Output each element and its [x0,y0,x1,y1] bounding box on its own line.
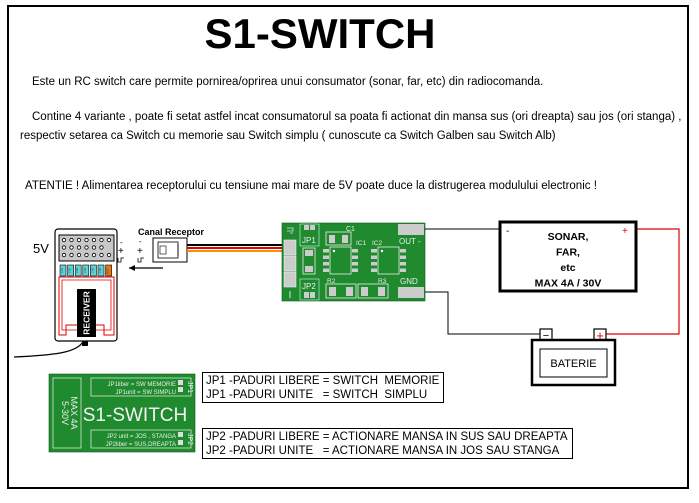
out-pad [398,224,424,235]
jp2-legend-line: JP2 -PADURI UNITE = ACTIONARE MANSA IN J… [206,445,560,457]
board-jp1-joined: JP1unit = SW SIMPLU [115,390,176,396]
svg-text:+: + [596,328,604,343]
pcb-out-label: OUT - [399,237,421,246]
receiver-pins [61,237,112,258]
channel-slot: CH2 [67,264,74,277]
header-pin [69,245,74,250]
wire-positive [604,228,680,335]
wire-gnd-to-battery [425,291,540,335]
pcb-jp1-label: JP1 [302,236,316,245]
load-text-line: etc [560,262,575,274]
svg-text:CH1: CH1 [60,267,64,273]
load-plus-terminal: + [622,226,628,237]
pcb-ic2-label: IC2 [372,240,383,247]
header-pin [76,245,82,250]
receiver-label: RECEIVER [82,291,92,334]
svg-text:CH3: CH3 [75,267,79,273]
jp1-legend-box: JP1 -PADURI LIBERE = SWITCH MEMORIE JP1 -… [202,372,445,403]
header-pin [61,237,67,243]
channel-slot: CH1 [59,264,67,277]
pcb-ic1-label: IC1 [356,240,367,247]
channel-slot: CH6 [97,264,105,277]
board-jp2-free: JP2liber = SUS,DREAPTA [106,442,176,448]
channel-slot: CH3 [74,264,82,277]
header-pin [99,237,104,243]
channel-slot: BATT [105,264,112,277]
header-pin [106,237,112,243]
header-pin [91,245,97,250]
voltage-label: 5V [33,241,49,256]
header-pin [106,252,112,258]
svg-text:+: + [118,246,124,257]
svg-text:CH4: CH4 [83,267,87,273]
channel-slot: CH4 [82,264,90,277]
header-pin [91,252,97,258]
load-box [498,220,638,293]
canal-receptor-label: Canal Receptor [138,227,205,237]
header-pin [84,245,89,250]
warning-text: ATENTIE ! Alimentarea receptorului cu te… [25,180,597,192]
svg-text:+: + [137,246,143,257]
board-title: S1-SWITCH [83,405,188,426]
header-pin [84,252,89,258]
header-pin [76,252,82,258]
board-rating-max: MAX 4A [69,396,79,429]
svg-text:−: − [543,330,549,342]
header-pin [69,237,74,243]
receiver-label-plate [77,289,96,337]
board-jp2-joined: JP2 unit = JOS , STANGA [107,434,176,440]
pcb-gnd-label: GND [400,277,418,286]
ic2 [377,246,400,275]
pcb-r2-label: R2 [327,278,336,285]
pcb-r3-label: R3 [378,278,387,285]
page-title: S1-SWITCH [204,10,436,57]
board-jp1-tag: JP1 [186,381,193,393]
gnd-pad [398,287,424,298]
board-jp2-tag: JP2 [186,433,193,445]
svg-text:CH5: CH5 [90,267,94,273]
header-pin [61,252,67,258]
load-text-line: MAX 4A / 30V [535,278,602,290]
jp1-legend-line: JP1 -PADURI UNITE = SWITCH SIMPLU [206,389,428,401]
jp1-legend-line: JP1 -PADURI LIBERE = SWITCH MEMORIE [206,375,440,387]
channel-slot: CH5 [90,264,97,277]
servo-connector: Canal Receptor - + [129,227,205,271]
variants-text-line2: respectiv setarea ca Switch cu memorie s… [20,130,556,142]
svg-text:BATT: BATT [106,267,110,274]
svg-text:-: - [139,237,142,246]
header-pin [69,252,74,258]
diagram-frame [7,5,689,489]
receiver-outline-red [58,276,115,336]
variants-text-line1: Contine 4 variante , poate fi setat astf… [32,111,682,123]
pcb-jp2-label: JP2 [302,282,316,291]
board-rating-voltage: 5-30V [60,401,70,425]
board-jp1-free: JP1liber = SW MEMORIE [107,382,176,388]
load-text-line: FAR, [556,247,580,259]
board-label-card: MAX 4A 5-30V S1-SWITCH JP1liber = SW MEM… [48,373,196,453]
pcb-board: JP1 JP2 C1 IC1 IC2 R2 R3 OUT - GND [281,222,426,302]
header-pin [91,237,97,243]
pcb-c1-label: C1 [346,226,355,233]
load-text-line: SONAR, [548,231,589,243]
header-pin [99,252,104,258]
header-pin [76,237,82,243]
receiver-pin-symbols: - [120,238,123,247]
jp2-legend-line: JP2 -PADURI LIBERE = ACTIONARE MANSA IN … [206,431,568,443]
header-pin [99,245,104,250]
header-pin [84,237,89,243]
jp2-legend-box: JP2 -PADURI LIBERE = ACTIONARE MANSA IN … [202,428,573,459]
battery-label: BATERIE [550,358,596,370]
intro-text: Este un RC switch care permite pornirea/… [32,76,544,88]
load-minus-terminal: - [506,226,509,237]
svg-text:CH2: CH2 [68,267,72,273]
svg-text:CH6: CH6 [98,267,102,273]
header-pin [61,245,67,250]
antenna-base [82,340,88,346]
ic1 [329,246,352,275]
